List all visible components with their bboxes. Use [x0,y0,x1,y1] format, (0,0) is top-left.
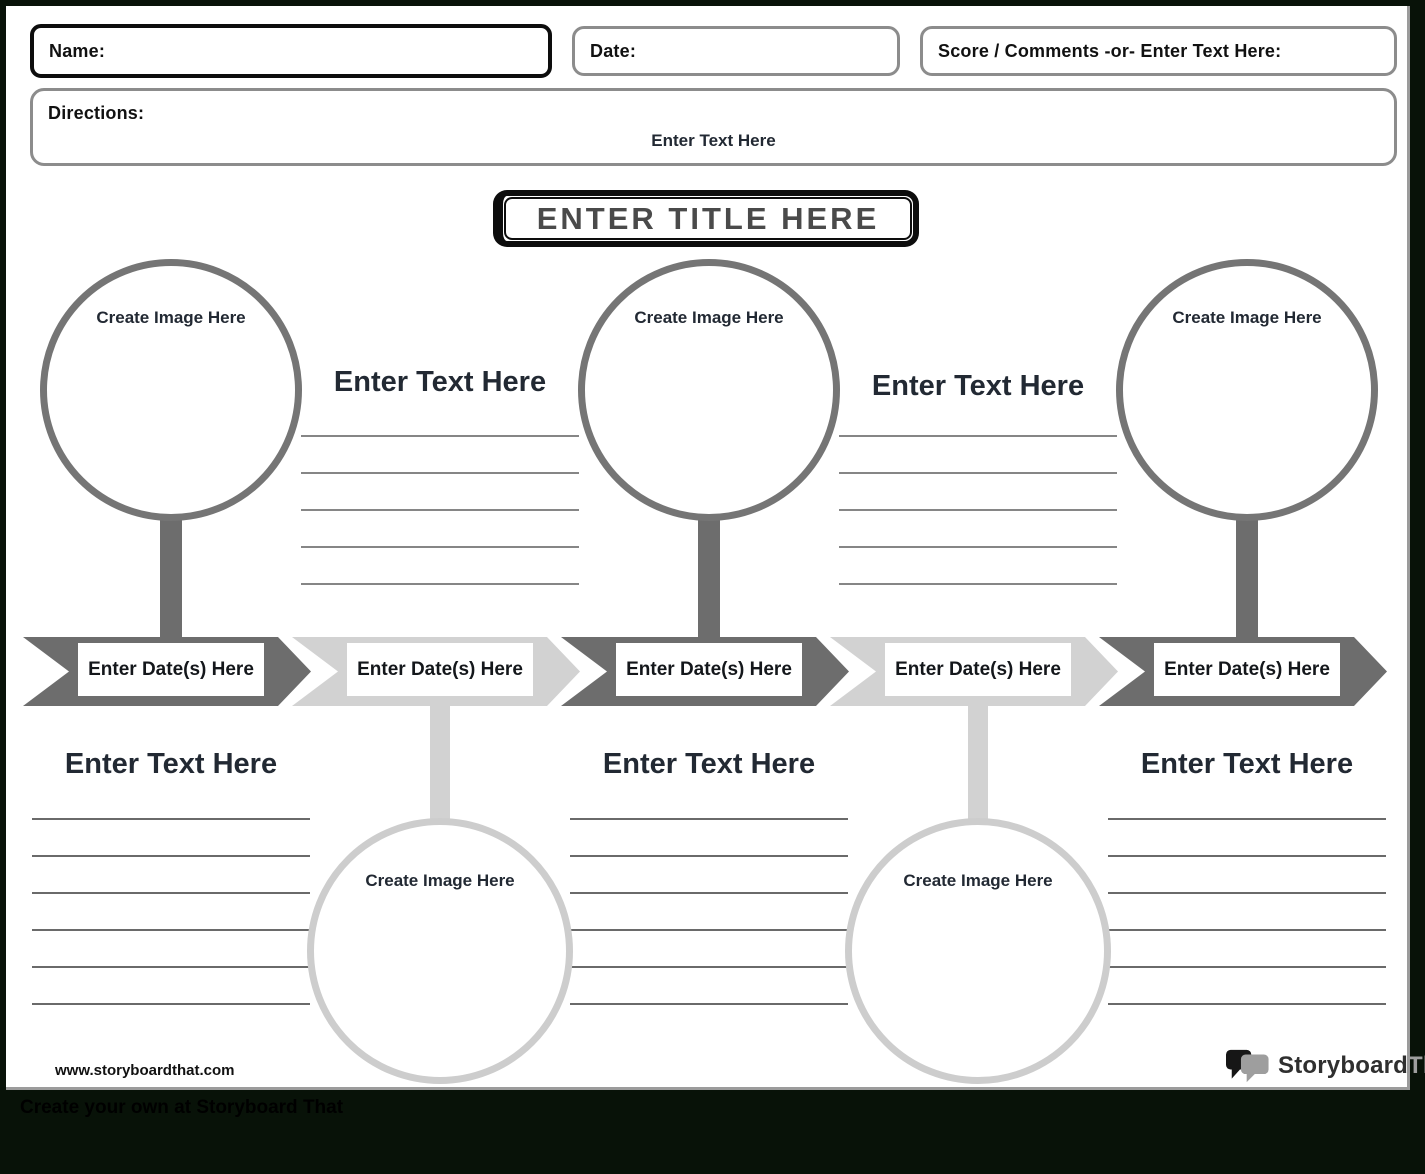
writing-line [32,855,310,857]
timeline-connector [1236,517,1258,639]
text-area-heading[interactable]: Enter Text Here [333,366,547,398]
title-box[interactable]: ENTER TITLE HERE [493,190,919,247]
image-placeholder-label: Create Image Here [903,871,1053,890]
image-placeholder-label: Create Image Here [634,308,784,327]
name-field-box[interactable]: Name: [30,24,552,78]
timeline-connector [160,517,182,639]
title-text: ENTER TITLE HERE [504,197,912,240]
image-placeholder-circle[interactable]: Create Image Here [40,259,302,521]
writing-line [1108,1003,1386,1005]
writing-lines [839,435,1117,585]
writing-line [301,435,579,437]
writing-lines [570,818,848,1005]
writing-line [839,546,1117,548]
writing-line [32,892,310,894]
date-label-box[interactable]: Enter Date(s) Here [885,643,1071,696]
image-placeholder-label: Create Image Here [1172,308,1322,327]
score-comments-label: Score / Comments -or- Enter Text Here: [938,40,1282,61]
timeline-connector [698,517,720,639]
writing-line [570,818,848,820]
writing-line [1108,929,1386,931]
writing-line [570,855,848,857]
text-area-heading[interactable]: Enter Text Here [871,370,1085,402]
writing-line [1108,966,1386,968]
writing-line [301,509,579,511]
date-label-box[interactable]: Enter Date(s) Here [616,643,802,696]
writing-line [839,509,1117,511]
directions-label: Directions: [48,103,145,123]
bottom-caption: Create your own at Storyboard That [20,1097,344,1118]
date-label-box[interactable]: Enter Date(s) Here [1154,643,1340,696]
writing-line [839,583,1117,585]
writing-line [570,1003,848,1005]
writing-line [570,892,848,894]
image-placeholder-circle[interactable]: Create Image Here [578,259,840,521]
writing-line [839,472,1117,474]
writing-line [839,435,1117,437]
text-area-heading[interactable]: Enter Text Here [602,748,816,780]
directions-box[interactable]: Directions: Enter Text Here [30,88,1397,166]
speech-bubbles-icon [1226,1049,1269,1083]
writing-line [1108,818,1386,820]
image-placeholder-label: Create Image Here [96,308,246,327]
text-area-heading[interactable]: Enter Text Here [64,748,278,780]
writing-line [301,472,579,474]
writing-line [32,818,310,820]
timeline-connector [968,700,988,822]
directions-placeholder-text: Enter Text Here [651,131,776,150]
writing-line [1108,892,1386,894]
name-label: Name: [49,40,106,61]
score-comments-box[interactable]: Score / Comments -or- Enter Text Here: [920,26,1397,76]
logo-text-secondary: That [1408,1052,1425,1079]
image-placeholder-circle[interactable]: Create Image Here [307,818,573,1084]
image-placeholder-circle[interactable]: Create Image Here [845,818,1111,1084]
writing-line [1108,855,1386,857]
date-field-box[interactable]: Date: [572,26,900,76]
logo-text-primary: Storyboard [1278,1052,1409,1079]
website-url: www.storyboardthat.com [55,1062,235,1079]
writing-lines [32,818,310,1005]
text-area-heading[interactable]: Enter Text Here [1140,748,1354,780]
writing-lines [1108,818,1386,1005]
date-label-box[interactable]: Enter Date(s) Here [347,643,533,696]
writing-line [301,583,579,585]
date-label: Date: [590,40,637,61]
writing-line [32,929,310,931]
writing-line [32,966,310,968]
writing-line [570,966,848,968]
image-placeholder-label: Create Image Here [365,871,515,890]
date-label-box[interactable]: Enter Date(s) Here [78,643,264,696]
image-placeholder-circle[interactable]: Create Image Here [1116,259,1378,521]
writing-line [570,929,848,931]
timeline-connector [430,700,450,822]
writing-lines [301,435,579,585]
writing-line [301,546,579,548]
writing-line [32,1003,310,1005]
